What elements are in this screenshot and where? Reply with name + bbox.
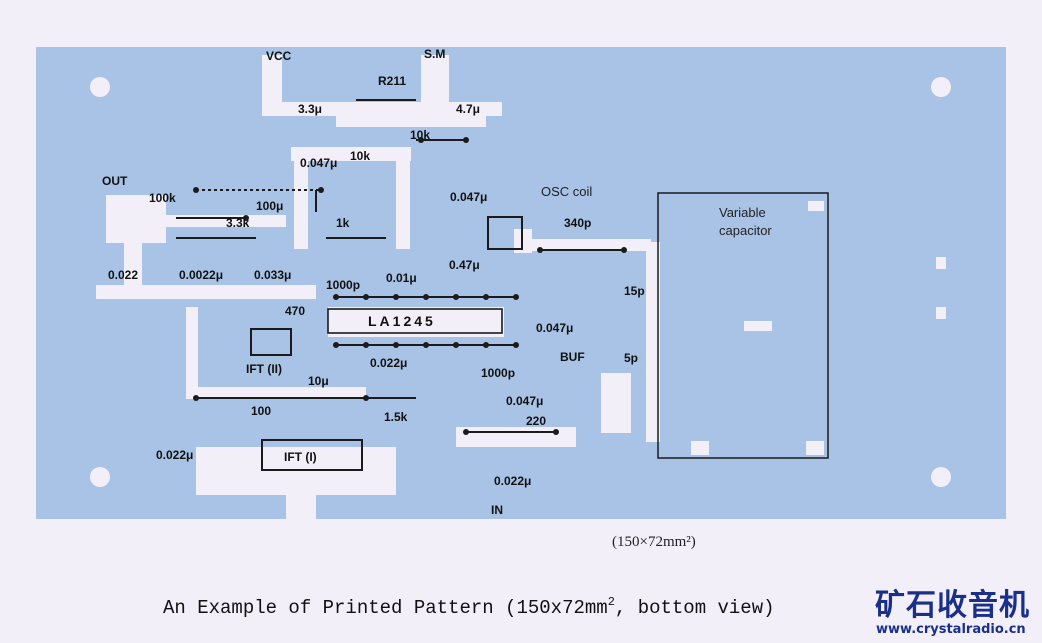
cap-1000p-b-label: 1000p [481, 366, 516, 380]
board-size-note: (150×72mm²) [612, 534, 696, 550]
cap-0-047u-c-label: 0.047μ [536, 321, 574, 335]
cap-10u-label: 10μ [308, 374, 329, 388]
cap-3-3u-label: 3.3μ [298, 102, 323, 116]
ift-2-label: IFT (II) [246, 362, 282, 376]
pcb-board: VCC S.M OUT IN BUF R211 3.3μ 4.7μ 10k 0.… [36, 47, 1006, 519]
res-470-label: 470 [285, 304, 306, 318]
cap-100u-label: 100μ [256, 199, 284, 213]
figure-caption: An Example of Printed Pattern (150x72mm2… [163, 595, 775, 619]
watermark-url: www.crystalradio.cn [876, 622, 1026, 637]
cap-0-01u-label: 0.01μ [386, 271, 417, 285]
caption-prefix: An Example of Printed Pattern (150x72mm [163, 597, 608, 619]
res-1k-label: 1k [336, 216, 350, 230]
cap-0-0022u-label: 0.0022μ [179, 268, 224, 282]
res-1-5k-label: 1.5k [384, 410, 408, 424]
cap-0-047u-a-label: 0.047μ [300, 156, 338, 170]
cap-0-022-a-label: 0.022 [108, 268, 139, 282]
res-3-3k-label: 3.3k [226, 216, 250, 230]
cap-5p-label: 5p [624, 351, 639, 365]
mounting-hole [931, 467, 951, 487]
caption-suffix: , bottom view) [614, 597, 775, 619]
res-10k-b-label: 10k [350, 149, 371, 163]
cap-15p-label: 15p [624, 284, 645, 298]
pcb-trace-pattern [90, 55, 951, 519]
cap-0-047u-b-label: 0.047μ [450, 190, 488, 204]
out-label: OUT [102, 174, 128, 188]
sm-label: S.M [424, 47, 446, 61]
res-100k-label: 100k [149, 191, 176, 205]
r211-label: R211 [378, 74, 407, 88]
cap-0-022u-d-label: 0.022μ [156, 448, 194, 462]
osc-coil-label: OSC coil [541, 184, 593, 199]
cap-0-047u-d-label: 0.047μ [506, 394, 544, 408]
cap-4-7u-label: 4.7μ [456, 102, 481, 116]
mounting-hole [931, 77, 951, 97]
mounting-hole [90, 467, 110, 487]
ic-la1245-label: LA1245 [368, 313, 436, 329]
cap-0-022u-c-label: 0.022μ [494, 474, 532, 488]
caption-superscript: 2 [607, 595, 615, 609]
ift-1-label: IFT (I) [284, 450, 317, 464]
cap-1000p-a-label: 1000p [326, 278, 361, 292]
buf-label: BUF [560, 350, 585, 364]
cap-340p-label: 340p [564, 216, 592, 230]
in-label: IN [491, 503, 503, 517]
cap-0-022u-b-label: 0.022μ [370, 356, 408, 370]
res-10k-a-label: 10k [410, 128, 431, 142]
variable-capacitor-label: Variable capacitor [719, 205, 772, 238]
res-220-label: 220 [526, 414, 547, 428]
vcc-label: VCC [266, 49, 292, 63]
cap-0-47u-label: 0.47μ [449, 258, 480, 272]
res-100-label: 100 [251, 404, 272, 418]
watermark-logo: 矿石收音机 [875, 588, 1030, 623]
mounting-hole [90, 77, 110, 97]
cap-0-033u-label: 0.033μ [254, 268, 292, 282]
